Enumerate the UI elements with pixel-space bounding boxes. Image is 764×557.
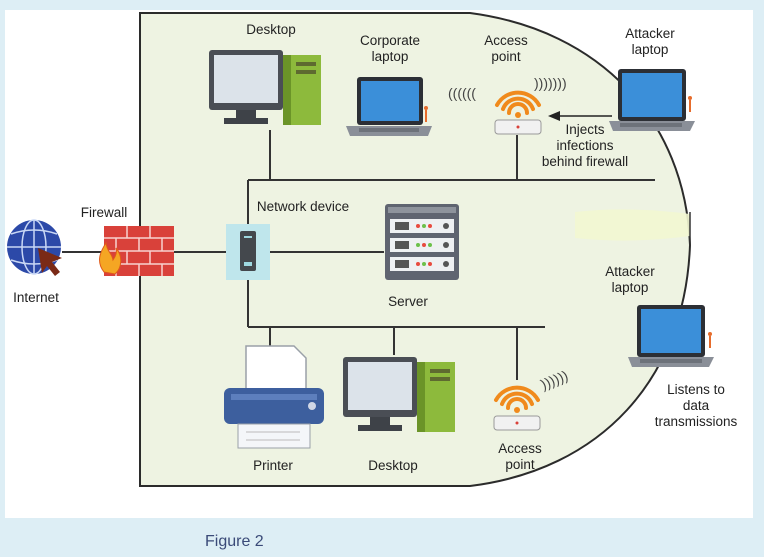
- label-access-point-top: Access point: [484, 33, 528, 64]
- network-device-icon: [226, 224, 270, 280]
- printer-icon: [224, 345, 324, 449]
- label-attacker-laptop-bottom: Attacker laptop: [605, 264, 655, 295]
- signal-waves-right: ))))))): [534, 75, 567, 91]
- access-point-top-icon: [494, 90, 542, 135]
- cursor-arrow-icon: [38, 248, 62, 276]
- label-corporate-laptop: Corporate laptop: [359, 33, 421, 64]
- label-access-point-bottom: Access point: [498, 441, 542, 472]
- figure-caption: Figure 2: [205, 533, 264, 550]
- server-icon: [385, 204, 459, 280]
- access-point-bottom-icon: [493, 385, 541, 431]
- injection-arrow-icon: [548, 111, 612, 121]
- corporate-laptop-icon: [346, 77, 432, 136]
- connection-lines: [62, 130, 655, 380]
- label-server: Server: [388, 294, 428, 309]
- label-injects-note: Injects infections behind firewall: [541, 122, 629, 169]
- desktop-bottom-icon: [343, 357, 455, 432]
- flame-icon: [99, 241, 122, 275]
- label-desktop-top: Desktop: [246, 22, 296, 37]
- label-desktop-bottom: Desktop: [368, 458, 418, 473]
- label-firewall: Firewall: [80, 205, 128, 220]
- label-network-device: Network device: [256, 199, 350, 214]
- label-printer: Printer: [253, 458, 293, 473]
- signal-waves-left: ((((((: [448, 85, 476, 101]
- highlight-mark: [575, 209, 690, 241]
- label-listens-note: Listens to data transmissions: [654, 382, 738, 429]
- attacker-laptop-top-icon: [609, 69, 695, 131]
- desktop-top-icon: [209, 50, 321, 125]
- label-internet: Internet: [13, 290, 59, 305]
- attacker-laptop-bottom-icon: [628, 305, 714, 367]
- label-attacker-laptop-top: Attacker laptop: [625, 26, 675, 57]
